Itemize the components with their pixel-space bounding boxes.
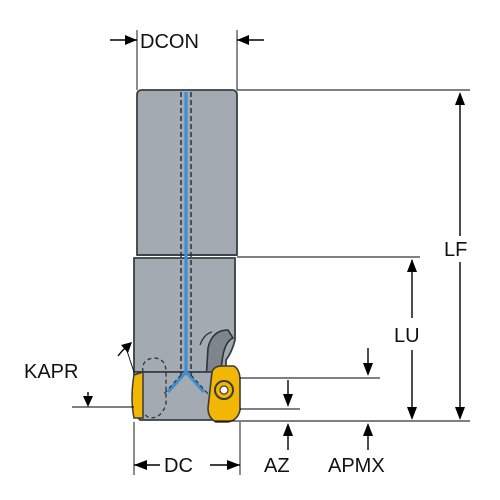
label-apmx: APMX [328, 455, 385, 477]
coolant-channel-icon [162, 92, 210, 396]
dim-az [240, 380, 300, 450]
label-lu: LU [394, 325, 420, 347]
flute-edge [199, 331, 213, 346]
label-lf: LF [444, 239, 467, 261]
label-az: AZ [264, 455, 290, 477]
dim-dcon [110, 30, 264, 90]
dim-dc [133, 422, 241, 475]
hidden-insert-outline [141, 357, 167, 419]
dim-kapr [72, 342, 135, 408]
label-kapr: KAPR [24, 361, 78, 383]
left-insert [131, 370, 144, 419]
dim-lu [237, 256, 420, 420]
label-dc: DC [164, 455, 193, 477]
dim-apmx [240, 348, 380, 450]
dim-lf [237, 89, 470, 420]
insert-screw-center [219, 385, 229, 395]
insert-icon [131, 365, 241, 423]
label-dcon: DCON [140, 31, 199, 53]
